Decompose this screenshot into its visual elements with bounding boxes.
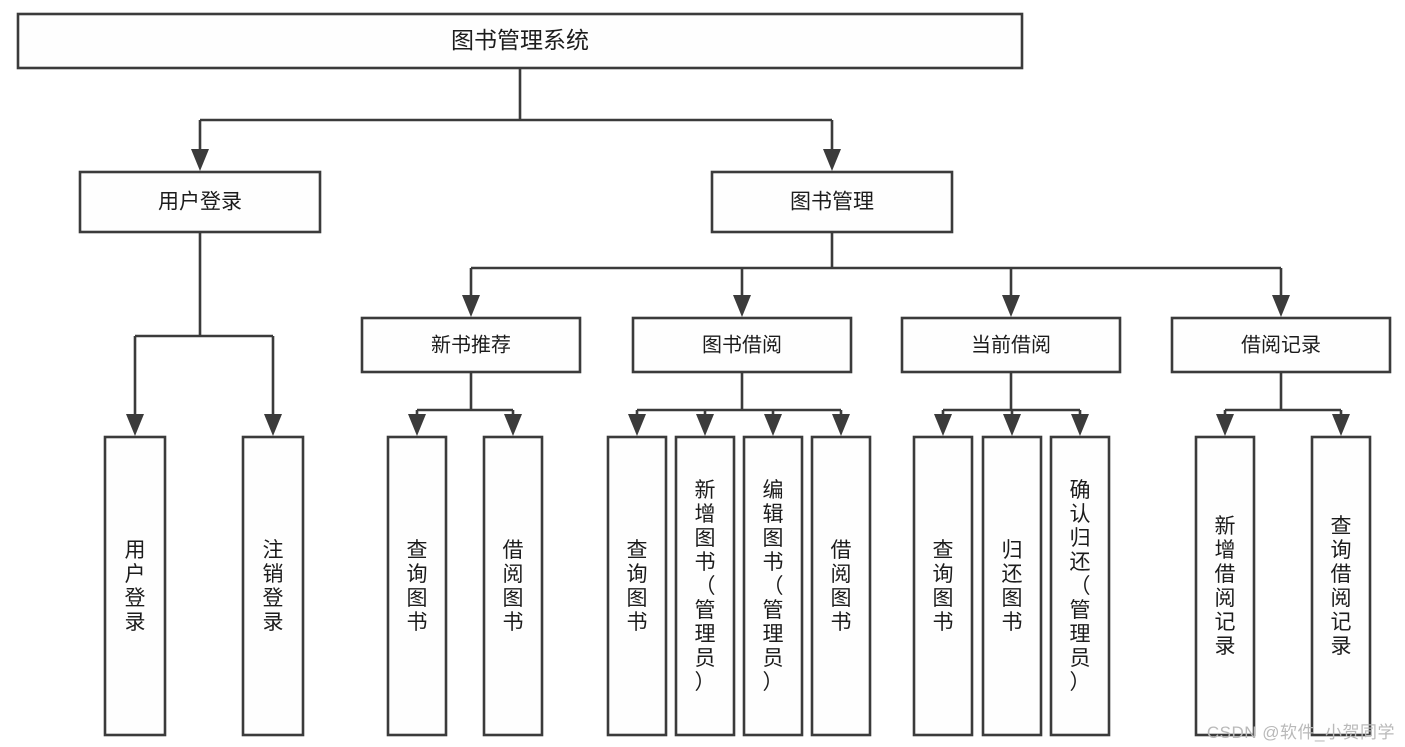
node-layer: 图书管理系统用户登录图书管理新书推荐图书借阅当前借阅借阅记录用户登录注销登录查询…	[16, 12, 1392, 737]
node-leaf-query-book-1-box[interactable]	[386, 435, 448, 737]
node-leaf-user-login-box[interactable]	[103, 435, 167, 737]
node-current-borrow-box[interactable]	[900, 316, 1122, 374]
arrow-head-to-leaf-query-book-3	[934, 414, 952, 436]
node-root-system-label: 图书管理系统	[451, 27, 589, 53]
arrow-head-to-leaf-return-book	[1003, 414, 1021, 436]
node-leaf-confirm-return-box[interactable]	[1049, 435, 1111, 737]
node-leaf-borrow-book-2-box[interactable]	[810, 435, 872, 737]
arrow-head-to-leaf-confirm-return	[1071, 414, 1089, 436]
node-leaf-confirm-return[interactable]: 确认归还（管理员）	[1049, 435, 1111, 737]
node-leaf-borrow-book-1-box[interactable]	[482, 435, 544, 737]
node-borrow-record-label: 借阅记录	[1241, 333, 1321, 356]
node-leaf-add-book[interactable]: 新增图书（管理员）	[674, 435, 736, 737]
node-leaf-add-record[interactable]: 新增借阅记录	[1194, 435, 1256, 737]
node-user-login[interactable]: 用户登录	[78, 170, 322, 234]
arrow-head-to-leaf-logout	[264, 414, 282, 436]
node-leaf-logout-label: 注销登录	[263, 539, 284, 634]
node-leaf-add-record-label: 新增借阅记录	[1215, 515, 1236, 658]
node-leaf-query-book-1[interactable]: 查询图书	[386, 435, 448, 737]
connector-layer	[126, 68, 1350, 436]
node-leaf-borrow-book-2[interactable]: 借阅图书	[810, 435, 872, 737]
node-current-borrow-label: 当前借阅	[971, 333, 1051, 356]
node-leaf-return-book[interactable]: 归还图书	[981, 435, 1043, 737]
arrow-head-to-leaf-query-record	[1332, 414, 1350, 436]
arrow-head-to-leaf-borrow-book-1	[504, 414, 522, 436]
arrow-head-to-leaf-query-book-2	[628, 414, 646, 436]
node-leaf-query-record-label: 查询借阅记录	[1331, 515, 1352, 658]
arrow-head-to-leaf-borrow-book-2	[832, 414, 850, 436]
node-book-borrow[interactable]: 图书借阅	[631, 316, 853, 374]
node-leaf-borrow-book-2-label: 借阅图书	[831, 539, 852, 634]
arrow-head-to-new-book-recommend	[462, 295, 480, 317]
node-leaf-edit-book-box[interactable]	[742, 435, 804, 737]
node-leaf-edit-book[interactable]: 编辑图书（管理员）	[742, 435, 804, 737]
node-new-book-recommend[interactable]: 新书推荐	[360, 316, 582, 374]
node-book-manage-label: 图书管理	[790, 191, 874, 214]
arrow-head-to-book-manage	[823, 149, 841, 171]
node-leaf-logout-box[interactable]	[241, 435, 305, 737]
arrow-head-to-leaf-add-record	[1216, 414, 1234, 436]
node-leaf-query-record[interactable]: 查询借阅记录	[1310, 435, 1372, 737]
arrow-head-to-borrow-record	[1272, 295, 1290, 317]
node-leaf-query-record-box[interactable]	[1310, 435, 1372, 737]
arrow-head-to-book-borrow	[733, 295, 751, 317]
node-user-login-box[interactable]	[78, 170, 322, 234]
node-leaf-user-login-label: 用户登录	[125, 539, 146, 634]
arrow-head-to-current-borrow	[1002, 295, 1020, 317]
node-leaf-add-book-box[interactable]	[674, 435, 736, 737]
node-root-system-box[interactable]	[16, 12, 1024, 70]
node-leaf-return-book-box[interactable]	[981, 435, 1043, 737]
node-leaf-query-book-3-label: 查询图书	[933, 539, 954, 634]
node-root-system[interactable]: 图书管理系统	[16, 12, 1024, 70]
node-leaf-query-book-3[interactable]: 查询图书	[912, 435, 974, 737]
node-leaf-query-book-2-label: 查询图书	[627, 539, 648, 634]
node-book-manage-box[interactable]	[710, 170, 954, 234]
arrow-head-to-leaf-edit-book	[764, 414, 782, 436]
node-new-book-recommend-box[interactable]	[360, 316, 582, 374]
node-leaf-query-book-1-label: 查询图书	[407, 539, 428, 634]
node-user-login-label: 用户登录	[158, 191, 242, 214]
node-book-manage[interactable]: 图书管理	[710, 170, 954, 234]
arrow-head-to-leaf-query-book-1	[408, 414, 426, 436]
node-book-borrow-label: 图书借阅	[702, 333, 782, 356]
node-leaf-query-book-3-box[interactable]	[912, 435, 974, 737]
node-borrow-record-box[interactable]	[1170, 316, 1392, 374]
node-leaf-query-book-2-box[interactable]	[606, 435, 668, 737]
node-leaf-add-record-box[interactable]	[1194, 435, 1256, 737]
node-book-borrow-box[interactable]	[631, 316, 853, 374]
arrow-head-to-user-login	[191, 149, 209, 171]
node-current-borrow[interactable]: 当前借阅	[900, 316, 1122, 374]
node-borrow-record[interactable]: 借阅记录	[1170, 316, 1392, 374]
arrow-head-to-leaf-add-book	[696, 414, 714, 436]
node-leaf-borrow-book-1-label: 借阅图书	[503, 539, 524, 634]
node-leaf-edit-book-label: 编辑图书（管理员）	[763, 479, 784, 694]
node-leaf-confirm-return-label: 确认归还（管理员）	[1070, 479, 1091, 694]
arrow-head-to-leaf-user-login	[126, 414, 144, 436]
node-leaf-borrow-book-1[interactable]: 借阅图书	[482, 435, 544, 737]
node-new-book-recommend-label: 新书推荐	[431, 333, 511, 356]
node-leaf-logout[interactable]: 注销登录	[241, 435, 305, 737]
node-leaf-query-book-2[interactable]: 查询图书	[606, 435, 668, 737]
node-leaf-return-book-label: 归还图书	[1002, 539, 1023, 634]
node-leaf-user-login[interactable]: 用户登录	[103, 435, 167, 737]
node-leaf-add-book-label: 新增图书（管理员）	[695, 479, 716, 694]
